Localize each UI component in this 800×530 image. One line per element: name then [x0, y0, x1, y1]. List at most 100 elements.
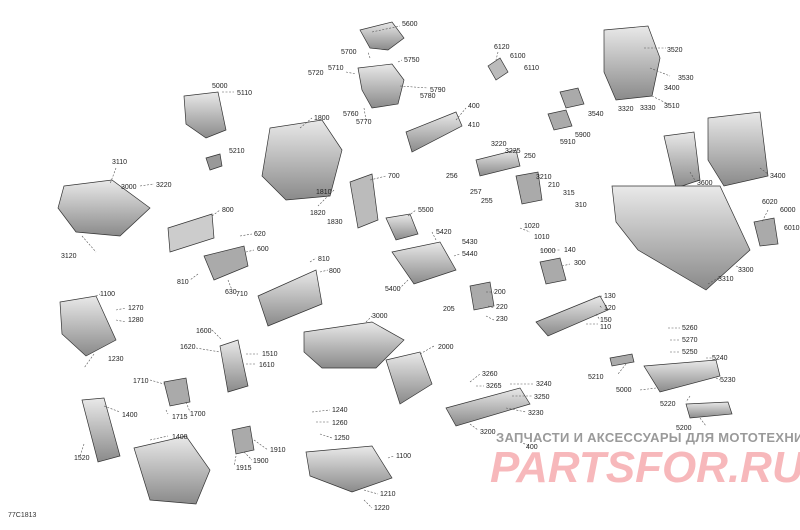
callout[interactable]: 200 — [494, 289, 506, 296]
callout[interactable]: 5220 — [660, 401, 676, 408]
callout[interactable]: 6100 — [510, 53, 526, 60]
callout[interactable]: 5910 — [560, 139, 576, 146]
callout[interactable]: 1715 — [172, 414, 188, 421]
callout[interactable]: 3110 — [112, 159, 127, 166]
callout[interactable]: 400 — [526, 444, 538, 451]
callout[interactable]: 5250 — [682, 349, 698, 356]
callout[interactable]: 3400 — [770, 173, 786, 180]
callout[interactable]: 110 — [600, 324, 611, 331]
callout[interactable]: 1520 — [74, 455, 90, 462]
callout[interactable]: 3510 — [664, 103, 680, 110]
callout[interactable]: 150 — [600, 317, 612, 324]
callout[interactable]: 250 — [524, 153, 536, 160]
callout[interactable]: 5230 — [720, 377, 736, 384]
callout[interactable]: 310 — [575, 202, 587, 209]
callout[interactable]: 1910 — [270, 447, 286, 454]
callout[interactable]: 3300 — [738, 267, 754, 274]
callout[interactable]: 5440 — [462, 251, 478, 258]
callout[interactable]: 1620 — [180, 344, 196, 351]
callout[interactable]: 410 — [468, 122, 480, 129]
callout[interactable]: 3600 — [697, 180, 713, 187]
callout[interactable]: 1020 — [524, 223, 540, 230]
callout[interactable]: 810 — [177, 279, 189, 286]
callout[interactable]: 5710 — [328, 65, 344, 72]
callout[interactable]: 1800 — [314, 115, 330, 122]
callout[interactable]: 3540 — [588, 111, 604, 118]
callout[interactable]: 120 — [604, 305, 616, 312]
callout[interactable]: 5430 — [462, 239, 478, 246]
callout[interactable]: 1400 — [122, 412, 138, 419]
callout[interactable]: 6010 — [784, 225, 800, 232]
callout[interactable]: 3220 — [491, 141, 507, 148]
callout[interactable]: 5110 — [237, 90, 252, 97]
callout[interactable]: 1250 — [334, 435, 350, 442]
callout[interactable]: 205 — [443, 306, 455, 313]
callout[interactable]: 3520 — [667, 47, 683, 54]
callout[interactable]: 130 — [604, 293, 616, 300]
callout[interactable]: 5780 — [420, 93, 436, 100]
callout[interactable]: 710 — [236, 291, 248, 298]
callout[interactable]: 1260 — [332, 420, 348, 427]
callout[interactable]: 256 — [446, 173, 458, 180]
callout[interactable]: 1000 — [540, 248, 556, 255]
callout[interactable]: 3265 — [486, 383, 502, 390]
callout[interactable]: 5400 — [385, 286, 401, 293]
callout[interactable]: 3320 — [618, 106, 634, 113]
callout[interactable]: 3210 — [536, 174, 552, 181]
callout[interactable]: 1600 — [196, 328, 212, 335]
callout[interactable]: 5720 — [308, 70, 324, 77]
callout[interactable]: 5790 — [430, 87, 446, 94]
callout[interactable]: 630 — [225, 289, 237, 296]
callout[interactable]: 315 — [563, 190, 575, 197]
callout[interactable]: 1810 — [316, 189, 332, 196]
callout[interactable]: 1830 — [327, 219, 343, 226]
callout[interactable]: 3310 — [718, 276, 734, 283]
callout[interactable]: 1710 — [133, 378, 149, 385]
callout[interactable]: 5210 — [229, 148, 245, 155]
callout[interactable]: 1820 — [310, 210, 326, 217]
callout[interactable]: 5900 — [575, 132, 591, 139]
callout[interactable]: 6020 — [762, 199, 778, 206]
callout[interactable]: 5700 — [341, 49, 357, 56]
callout[interactable]: 140 — [564, 247, 576, 254]
callout[interactable]: 255 — [481, 198, 493, 205]
callout[interactable]: 5500 — [418, 207, 434, 214]
callout[interactable]: 1900 — [253, 458, 269, 465]
callout[interactable]: 3220 — [156, 182, 172, 189]
callout[interactable]: 1220 — [374, 505, 390, 512]
callout[interactable]: 1700 — [190, 411, 206, 418]
callout[interactable]: 3200 — [480, 429, 496, 436]
callout[interactable]: 230 — [496, 316, 508, 323]
callout[interactable]: 1210 — [380, 491, 396, 498]
callout[interactable]: 5000 — [212, 83, 228, 90]
callout[interactable]: 810 — [318, 256, 330, 263]
callout[interactable]: 6000 — [780, 207, 796, 214]
callout[interactable]: 300 — [574, 260, 586, 267]
callout[interactable]: 800 — [222, 207, 234, 214]
callout[interactable]: 1915 — [236, 465, 252, 472]
callout[interactable]: 1510 — [262, 351, 278, 358]
callout[interactable]: 5420 — [436, 229, 452, 236]
callout[interactable]: 1610 — [259, 362, 275, 369]
callout[interactable]: 6120 — [494, 44, 510, 51]
callout[interactable]: 400 — [468, 103, 480, 110]
callout[interactable]: 3225 — [505, 148, 521, 155]
callout[interactable]: 3250 — [534, 394, 550, 401]
callout[interactable]: 800 — [329, 268, 341, 275]
callout[interactable]: 5260 — [682, 325, 698, 332]
callout[interactable]: 1100 — [100, 291, 115, 298]
callout[interactable]: 1240 — [332, 407, 348, 414]
callout[interactable]: 1230 — [108, 356, 124, 363]
callout[interactable]: 210 — [548, 182, 560, 189]
callout[interactable]: 5760 — [343, 111, 359, 118]
callout[interactable]: 3120 — [61, 253, 77, 260]
callout[interactable]: 3330 — [640, 105, 656, 112]
callout[interactable]: 5210 — [588, 374, 604, 381]
callout[interactable]: 5200 — [676, 425, 692, 432]
callout[interactable]: 3000 — [121, 184, 137, 191]
callout[interactable]: 5270 — [682, 337, 698, 344]
callout[interactable]: 3230 — [528, 410, 544, 417]
callout[interactable]: 700 — [388, 173, 400, 180]
callout[interactable]: 220 — [496, 304, 508, 311]
callout[interactable]: 257 — [470, 189, 482, 196]
